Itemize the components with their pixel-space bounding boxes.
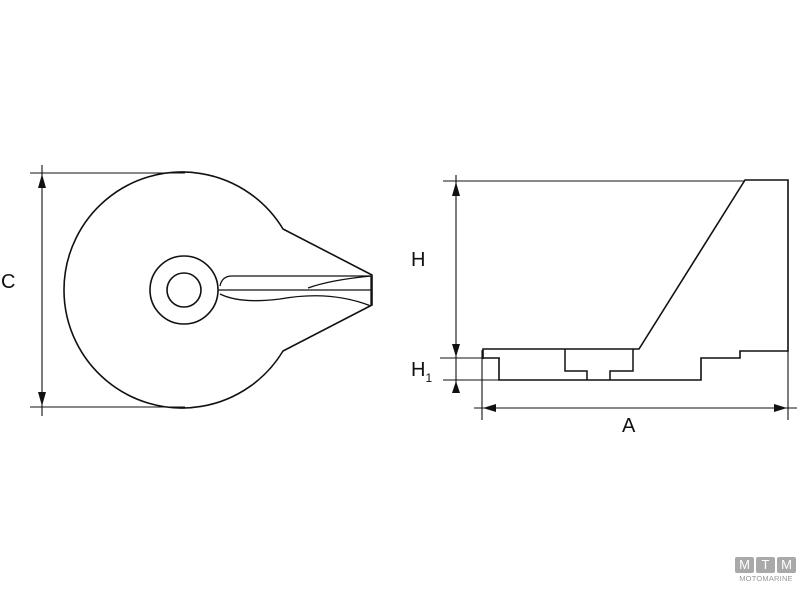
motomarine-logo: M T M MOTOMARINE — [735, 557, 797, 583]
side-view — [440, 175, 797, 420]
dimension-label-h1-sub: 1 — [425, 371, 433, 385]
logo-letters: M T M — [735, 557, 797, 573]
dimension-label-h: H — [411, 249, 426, 271]
dimension-label-h1-main: H — [411, 359, 426, 381]
top-view — [30, 165, 373, 416]
logo-letter-m2: M — [777, 557, 796, 573]
logo-letter-t: T — [756, 557, 775, 573]
dimension-label-h1: H1 — [411, 359, 433, 385]
dimension-label-c: C — [1, 271, 16, 293]
logo-letter-m1: M — [735, 557, 754, 573]
logo-text: MOTOMARINE — [739, 574, 793, 583]
dimension-label-a: A — [622, 415, 636, 437]
